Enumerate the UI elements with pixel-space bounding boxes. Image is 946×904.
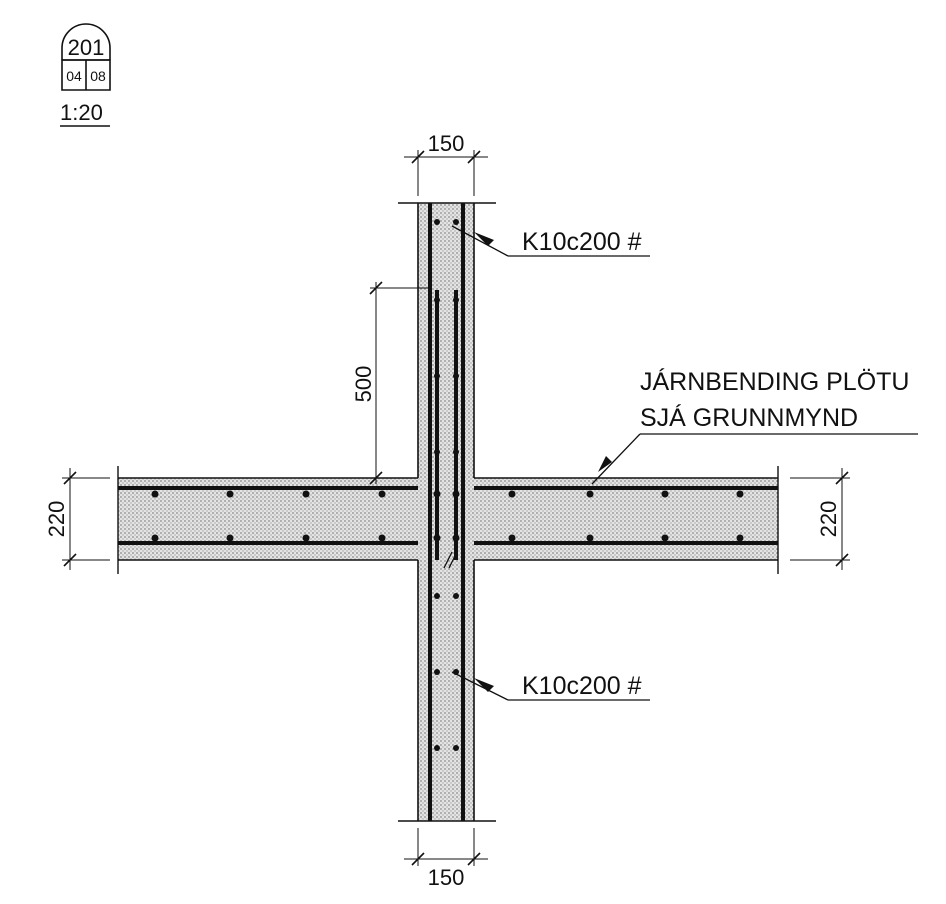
dim-slab-left-label: 220 <box>44 501 69 538</box>
sheet-left: 04 <box>66 68 82 84</box>
dim-wall-top: 150 <box>404 131 488 196</box>
rebar-lower-label: K10c200 # <box>522 672 642 700</box>
slab-note-line2: SJÁ GRUNNMYND <box>640 403 858 432</box>
detail-tag: 201 04 08 1:20 <box>60 23 111 127</box>
sheet-right: 08 <box>90 68 106 84</box>
dim-slab-right-label: 220 <box>816 501 841 538</box>
slab-bar-dots <box>151 490 744 542</box>
slab-note-line1: JÁRNBENDING PLÖTU <box>640 367 909 396</box>
dim-wall-top-label: 150 <box>428 131 465 156</box>
callout-rebar-lower: K10c200 # <box>451 671 650 701</box>
hatch-marks <box>443 551 458 569</box>
dim-slab-right: 220 <box>790 468 850 570</box>
dim-lap-label: 500 <box>351 366 376 403</box>
dim-wall-bottom-label: 150 <box>428 865 465 890</box>
wall-bar-dots <box>433 219 460 751</box>
wall <box>398 202 496 822</box>
callout-slab-note: JÁRNBENDING PLÖTU SJÁ GRUNNMYND <box>591 367 918 485</box>
detail-tag-arc <box>61 23 111 60</box>
rebar-upper-label: K10c200 # <box>522 228 642 256</box>
dim-wall-bottom: 150 <box>404 828 488 890</box>
detail-number: 201 <box>68 35 105 60</box>
dim-slab-left: 220 <box>44 468 110 570</box>
scale-label: 1:20 <box>60 100 103 125</box>
callout-rebar-upper: K10c200 # <box>451 225 650 257</box>
dim-lap: 500 <box>351 281 430 485</box>
